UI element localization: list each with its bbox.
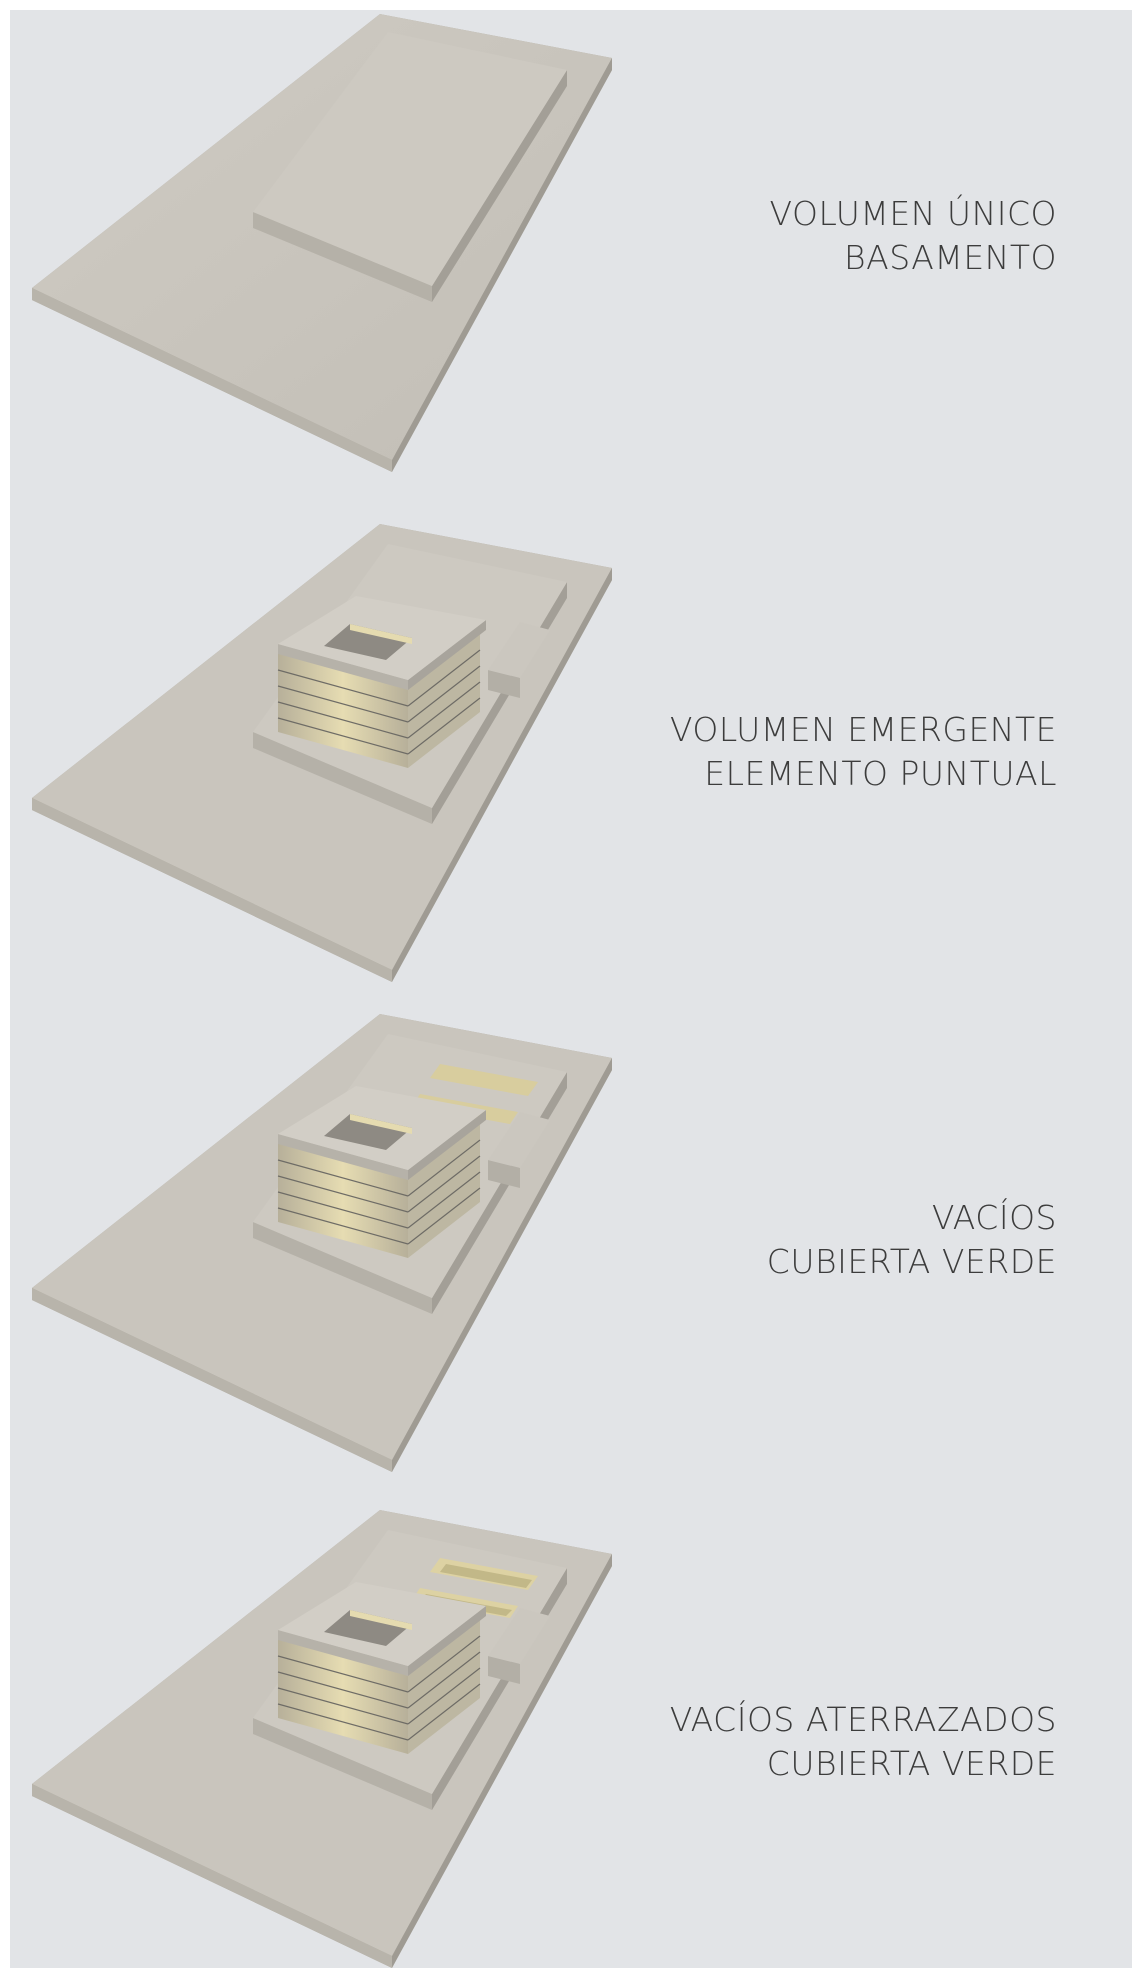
panel-vacios: VACÍOS CUBIERTA VERDE [10, 1010, 1132, 1500]
linear-void [430, 1064, 538, 1096]
caption-line-1: VOLUMEN EMERGENTE [669, 710, 1057, 749]
panel-volumen-unico: VOLUMEN ÚNICO BASAMENTO [10, 10, 1132, 500]
roof-void [324, 624, 412, 660]
panel-volumen-emergente: VOLUMEN EMERGENTE ELEMENTO PUNTUAL [10, 520, 1132, 1010]
roof-void [324, 1610, 412, 1646]
caption-line-2: ELEMENTO PUNTUAL [704, 754, 1057, 793]
caption-line-2: BASAMENTO [844, 238, 1057, 277]
plinth-front [253, 212, 432, 302]
massing-model-4 [32, 1510, 612, 1968]
caption-panel-2: VOLUMEN EMERGENTE ELEMENTO PUNTUAL [670, 708, 1057, 796]
caption-line-2: CUBIERTA VERDE [766, 1242, 1057, 1281]
caption-panel-3: VACÍOS CUBIERTA VERDE [767, 1196, 1057, 1284]
caption-panel-1: VOLUMEN ÚNICO BASAMENTO [770, 192, 1057, 280]
caption-panel-4: VACÍOS ATERRAZADOS CUBIERTA VERDE [670, 1698, 1057, 1786]
caption-line-1: VOLUMEN ÚNICO [769, 194, 1057, 233]
massing-model-2 [32, 524, 612, 982]
railing-lines [277, 649, 481, 755]
caption-line-1: VACÍOS [931, 1198, 1057, 1237]
diagram-sheet: VOLUMEN ÚNICO BASAMENTO [10, 10, 1132, 1968]
roof-void [324, 1114, 412, 1150]
caption-line-2: CUBIERTA VERDE [766, 1744, 1057, 1783]
plinth-top [253, 32, 567, 286]
panel-vacios-aterrazados: VACÍOS ATERRAZADOS CUBIERTA VERDE [10, 1500, 1132, 1968]
massing-model-3 [32, 1014, 612, 1472]
caption-line-1: VACÍOS ATERRAZADOS [669, 1700, 1057, 1739]
massing-model-1 [32, 14, 612, 472]
plinth-side [432, 70, 567, 302]
